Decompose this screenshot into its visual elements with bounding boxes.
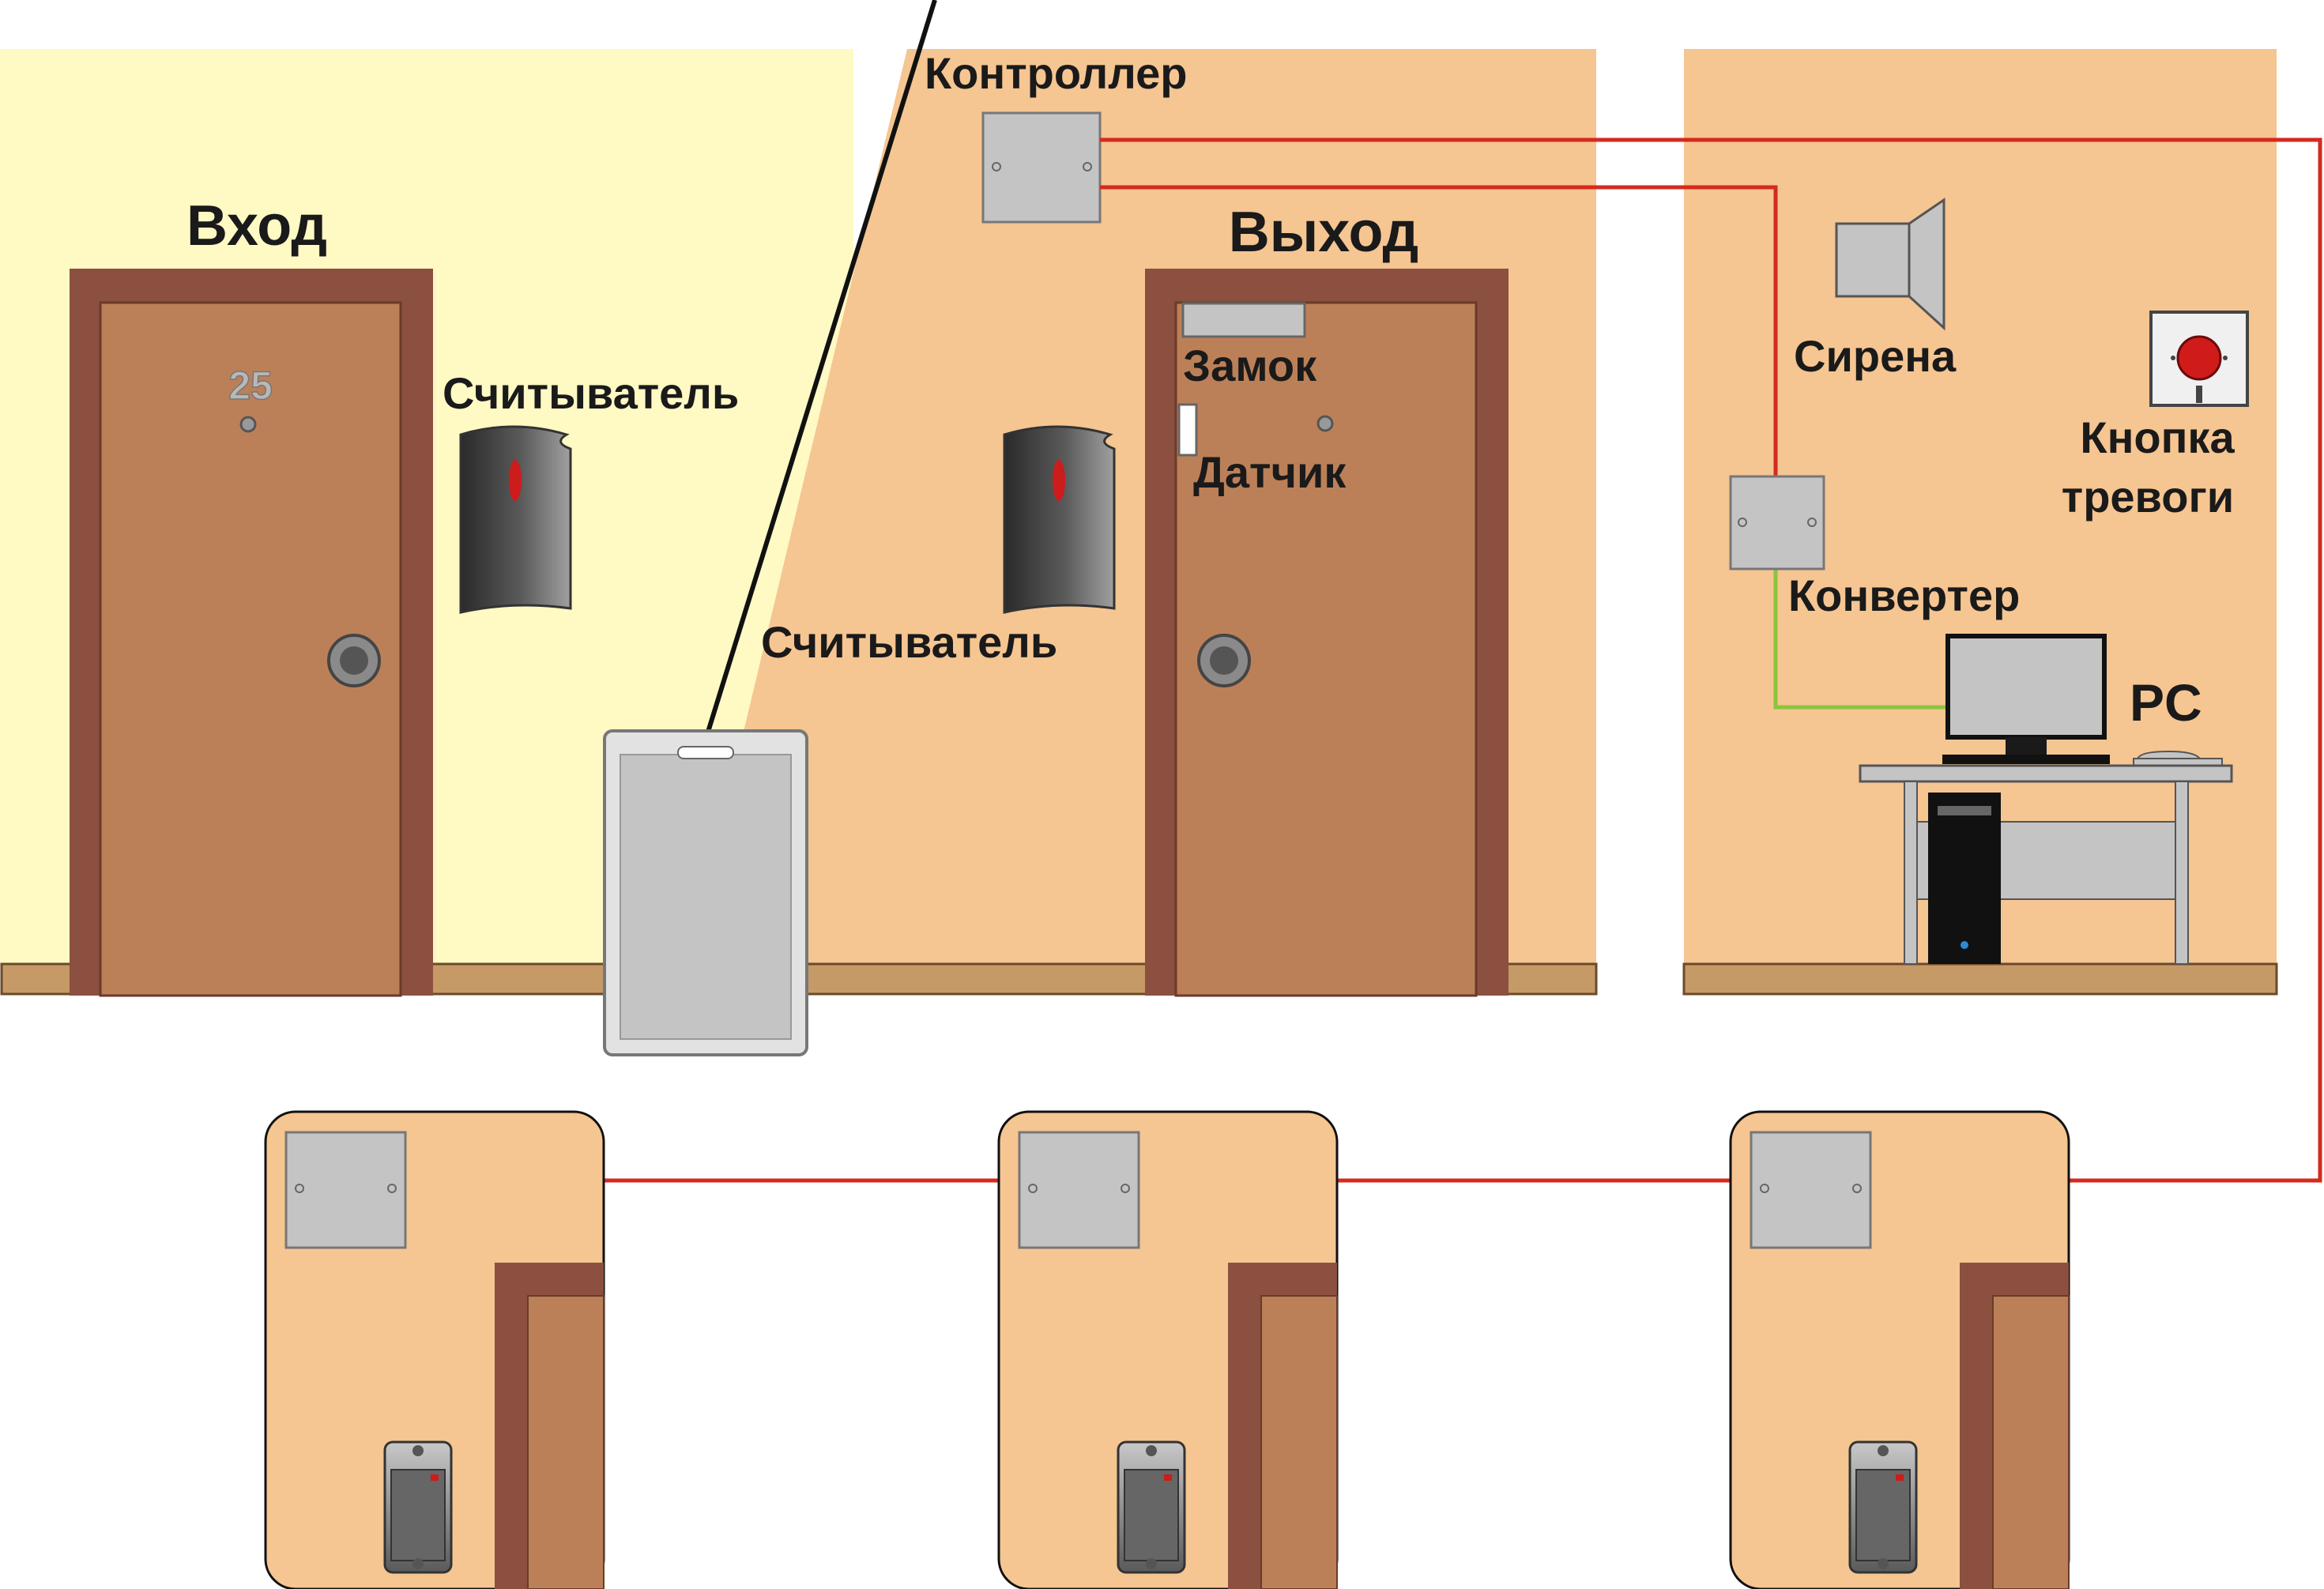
label-siren: Сирена	[1794, 331, 1957, 381]
label-entrance: Вход	[186, 194, 327, 258]
label-converter: Конвертер	[1788, 570, 2020, 620]
label-controller: Контроллер	[925, 48, 1187, 98]
wall-divider-line	[699, 0, 937, 753]
label-lock: Замок	[1183, 341, 1317, 390]
label-reader-right: Считыватель	[761, 617, 1057, 667]
label-reader-left: Считыватель	[443, 368, 739, 418]
label-exit: Выход	[1229, 201, 1418, 264]
door-panel-3	[1729, 1110, 2070, 1589]
monitor	[1945, 634, 2107, 740]
label-alarm-button-line1: Кнопка	[2080, 412, 2235, 462]
label-pc: PC	[2130, 673, 2202, 732]
floor-strip-right	[1682, 962, 2278, 996]
desk-top	[1859, 764, 2233, 783]
system-unit	[1928, 793, 2001, 964]
pc-workstation	[1859, 634, 2233, 965]
door-sensor	[1177, 403, 1198, 457]
door-peephole	[1316, 415, 1334, 432]
label-sensor: Датчик	[1193, 447, 1347, 497]
alarm-button-icon	[2149, 311, 2249, 407]
siren-icon	[1835, 198, 1945, 331]
door-panel-2	[997, 1110, 1339, 1589]
label-alarm-button-line2: тревоги	[2062, 472, 2234, 522]
door-peephole	[239, 416, 257, 433]
entrance-door	[70, 269, 433, 997]
card-reader-left	[459, 425, 572, 614]
lock-device	[1181, 302, 1306, 338]
keyboard	[1942, 755, 2110, 764]
room-number: 25	[228, 363, 273, 408]
access-card	[603, 729, 808, 1056]
green-wire	[1773, 569, 1948, 710]
controller-box	[981, 111, 1102, 224]
door-panel-1	[264, 1110, 605, 1589]
exit-door	[1145, 269, 1509, 997]
card-reader-right	[1003, 425, 1116, 614]
converter-box	[1729, 475, 1825, 570]
